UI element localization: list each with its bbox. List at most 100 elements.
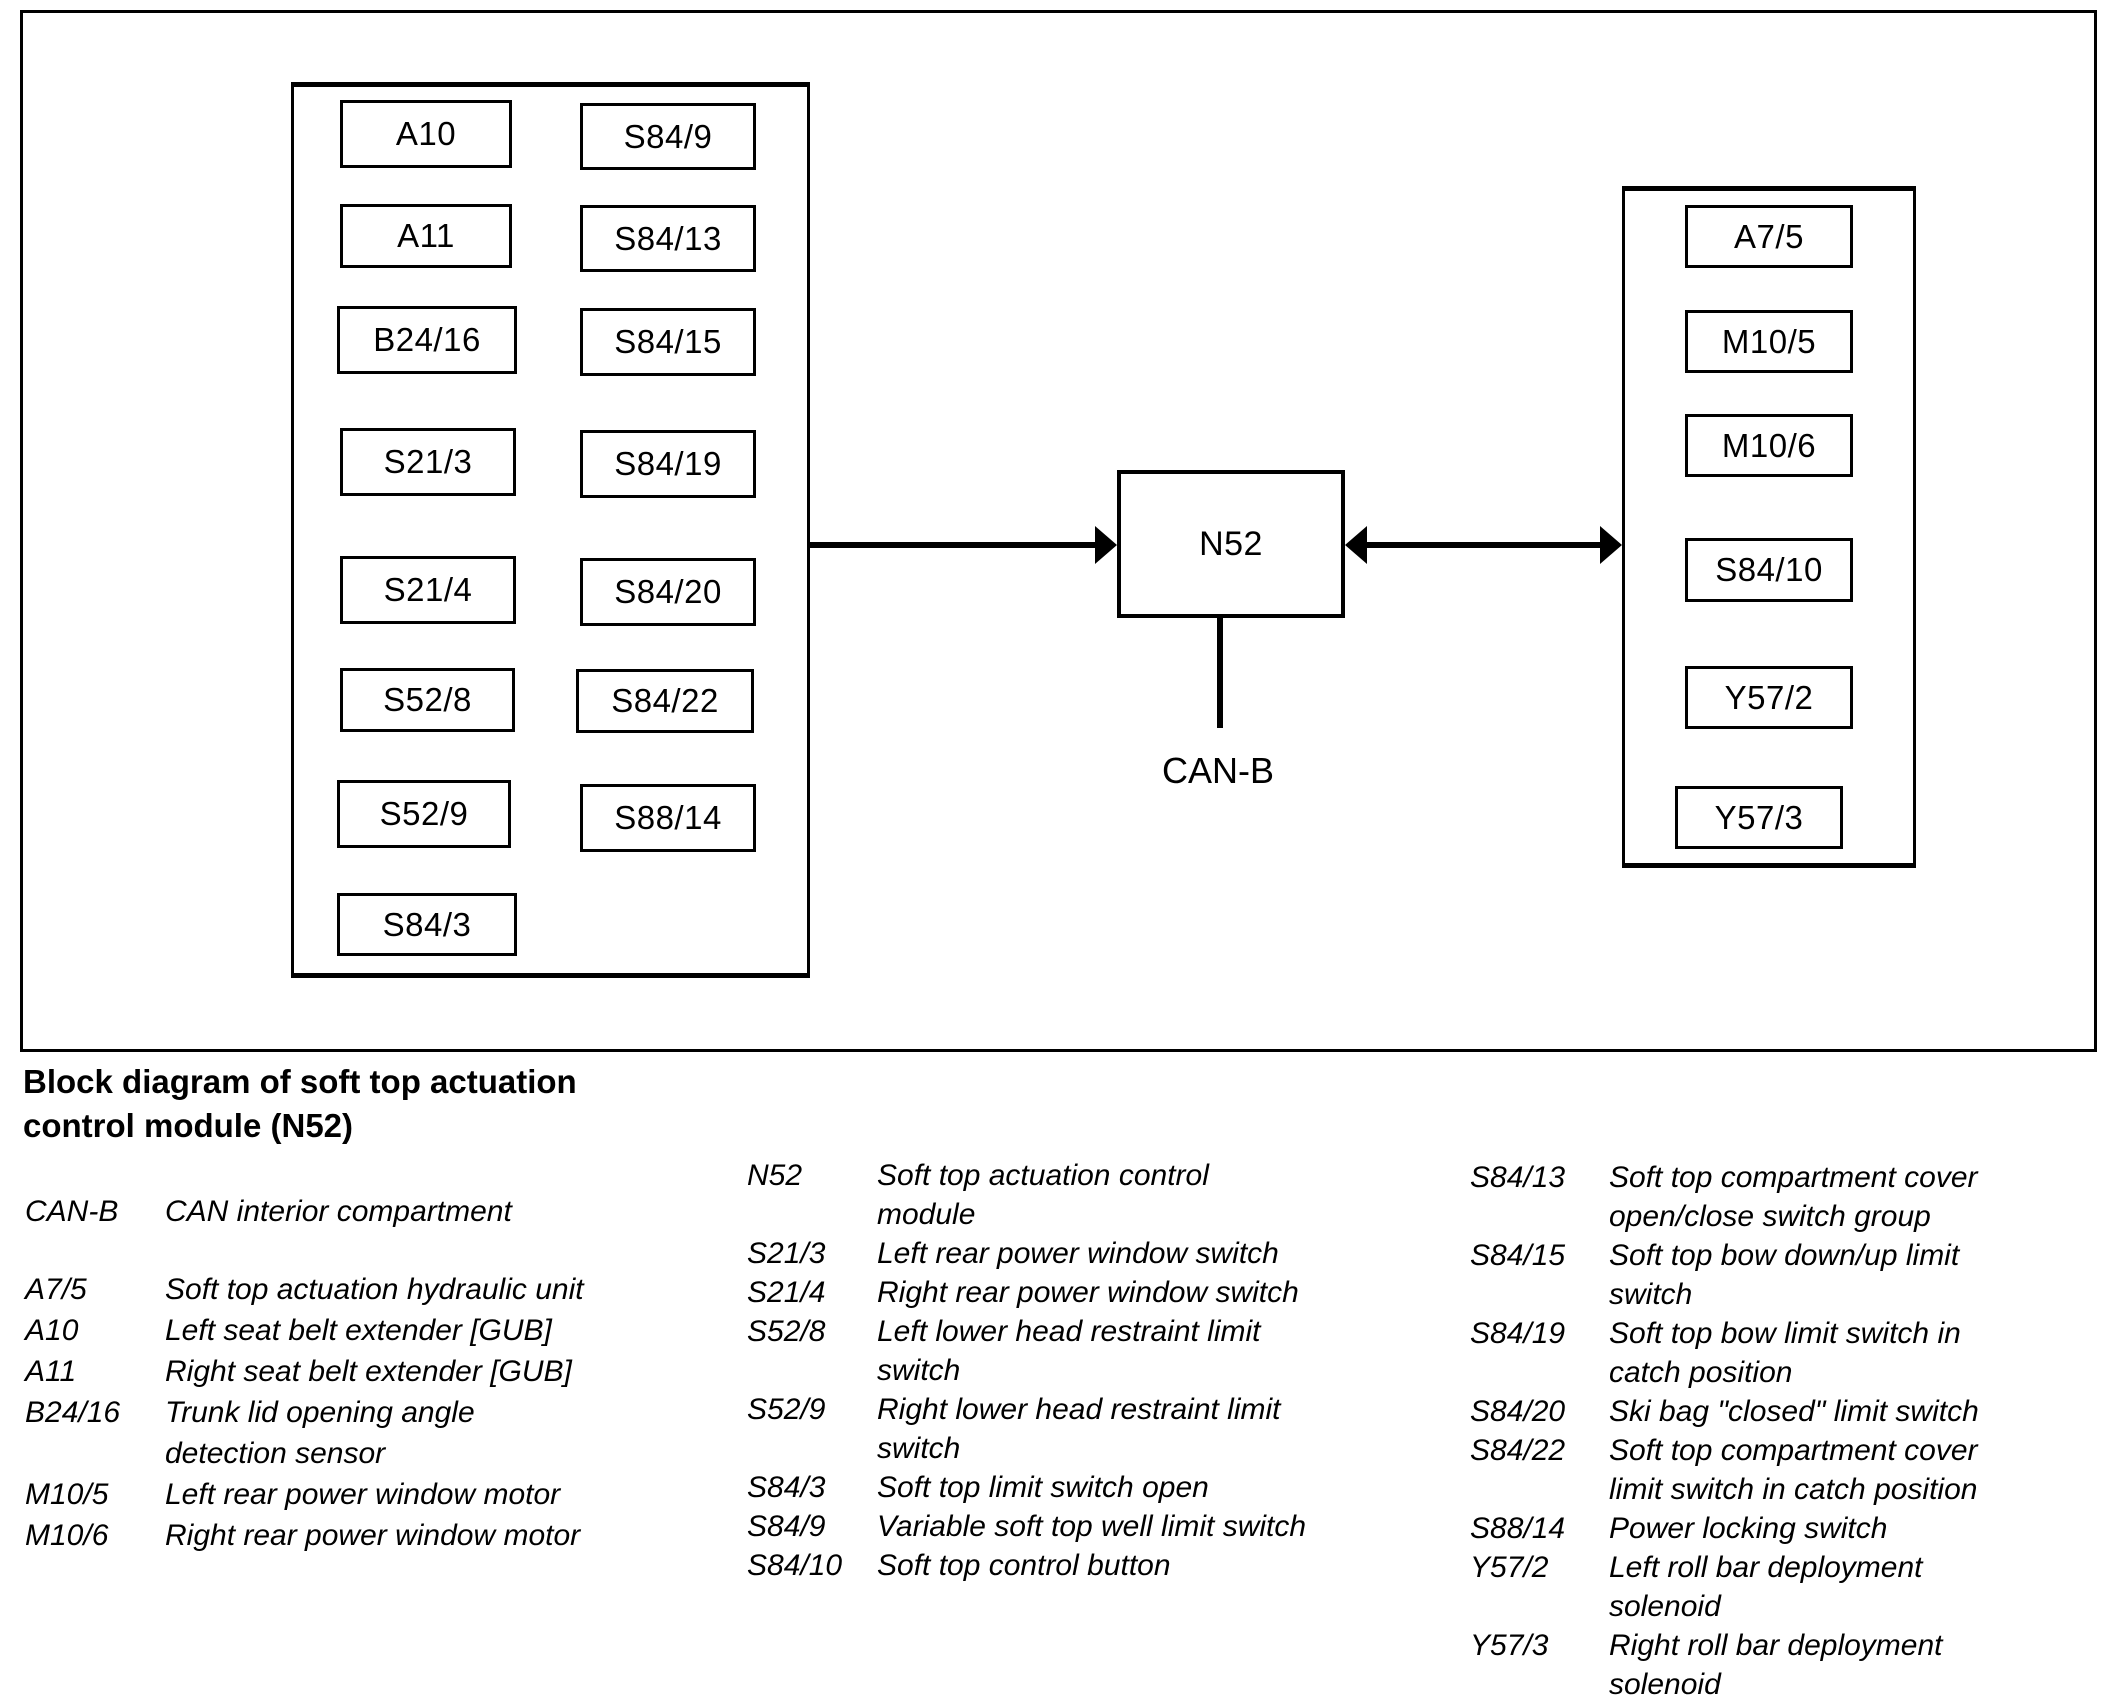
- arrow-left-group-to-n52: [810, 542, 1099, 548]
- arrow-n52-to-right-group: [1363, 542, 1604, 548]
- arrowhead-into-n52-right-icon: [1345, 526, 1367, 564]
- diagram-node: Y57/3: [1675, 786, 1843, 849]
- legend-definition: Left roll bar deployment solenoid: [1609, 1551, 1923, 1623]
- legend-term: M10/5: [25, 1478, 109, 1511]
- legend-row: S84/10 Soft top control button: [747, 1546, 1387, 1585]
- diagram-node: S84/10: [1685, 538, 1853, 602]
- legend-row: S84/19 Soft top bow limit switch in catch…: [1470, 1314, 2115, 1392]
- legend-row: S52/9 Right lower head restraint limit sw…: [747, 1390, 1387, 1468]
- legend-row: M10/5 Left rear power window motor: [25, 1474, 685, 1515]
- legend-row: S21/4 Right rear power window switch: [747, 1273, 1387, 1312]
- right-output-group-frame: [1622, 186, 1916, 868]
- diagram-node: S21/4: [340, 556, 516, 624]
- legend-term: S84/3: [747, 1471, 826, 1504]
- legend-row: S84/15 Soft top bow down/up limit switch: [1470, 1236, 2115, 1314]
- legend-row: S84/13 Soft top compartment cover open/cl…: [1470, 1158, 2115, 1236]
- legend-row: B24/16 Trunk lid opening angle detection …: [25, 1392, 685, 1474]
- can-bus-stub-line: [1217, 616, 1223, 728]
- diagram-node: A7/5: [1685, 205, 1853, 268]
- legend-definition: Soft top limit switch open: [877, 1471, 1209, 1504]
- legend-row: CAN-B CAN interior compartment: [25, 1191, 685, 1232]
- legend-term: Y57/3: [1470, 1629, 1549, 1662]
- diagram-node: S84/19: [580, 430, 756, 498]
- legend-definition: Soft top compartment cover limit switch …: [1609, 1434, 1978, 1506]
- legend-definition: Left rear power window switch: [877, 1237, 1279, 1270]
- legend-definition: Right rear power window motor: [165, 1519, 581, 1552]
- legend-definition: Soft top actuation control module: [877, 1159, 1209, 1231]
- legend-term: S21/3: [747, 1237, 826, 1270]
- legend-definition: Trunk lid opening angle detection sensor: [165, 1396, 475, 1470]
- legend-definition: Soft top bow limit switch in catch posit…: [1609, 1317, 1961, 1389]
- diagram-node: S21/3: [340, 428, 516, 496]
- arrowhead-into-n52-left-icon: [1095, 526, 1117, 564]
- can-bus-label: CAN-B: [1161, 750, 1274, 791]
- legend-row: N52 Soft top actuation control module: [747, 1156, 1387, 1234]
- legend-term: A10: [25, 1314, 79, 1347]
- diagram-node: B24/16: [337, 306, 517, 374]
- legend-definition: Right roll bar deployment solenoid: [1609, 1629, 1943, 1700]
- diagram-node: A10: [340, 100, 512, 168]
- diagram-node: S84/15: [580, 308, 756, 376]
- legend-term: S84/13: [1470, 1161, 1566, 1194]
- legend-row: Y57/2 Left roll bar deployment solenoid: [1470, 1548, 2115, 1626]
- figure-caption: Block diagram of soft top actuation cont…: [23, 1063, 577, 1144]
- legend-row: S84/3 Soft top limit switch open: [747, 1468, 1387, 1507]
- legend-definition: Right rear power window switch: [877, 1276, 1299, 1309]
- legend-definition: Soft top bow down/up limit switch: [1609, 1239, 1960, 1311]
- legend-term: A11: [25, 1355, 77, 1388]
- legend-row: A11 Right seat belt extender [GUB]: [25, 1351, 685, 1392]
- legend-definition: Right seat belt extender [GUB]: [165, 1355, 572, 1388]
- diagram-node: A11: [340, 204, 512, 268]
- legend-term: M10/6: [25, 1519, 109, 1552]
- legend-term: S84/22: [1470, 1434, 1566, 1467]
- legend-row: A7/5 Soft top actuation hydraulic unit: [25, 1269, 685, 1310]
- legend-definition: Ski bag "closed" limit switch: [1609, 1395, 1979, 1428]
- legend-definition: Left seat belt extender [GUB]: [165, 1314, 552, 1347]
- diagram-node: S84/13: [580, 205, 756, 272]
- legend-term: CAN-B: [25, 1195, 119, 1228]
- legend-definition: Soft top compartment cover open/close sw…: [1609, 1161, 1978, 1233]
- legend-row: S84/9 Variable soft top well limit switch: [747, 1507, 1387, 1546]
- legend-term: S84/10: [747, 1549, 843, 1582]
- legend-row: M10/6 Right rear power window motor: [25, 1515, 685, 1556]
- legend-definition: Variable soft top well limit switch: [877, 1510, 1307, 1543]
- diagram-node: S84/9: [580, 103, 756, 170]
- legend-row: S21/3 Left rear power window switch: [747, 1234, 1387, 1273]
- legend-column-3: S84/13 Soft top compartment cover open/cl…: [1470, 1158, 2115, 1700]
- legend-term: B24/16: [25, 1396, 121, 1429]
- legend-row: S88/14 Power locking switch: [1470, 1509, 2115, 1548]
- control-module-node: N52: [1117, 470, 1345, 618]
- legend-term: S52/9: [747, 1393, 826, 1426]
- diagram-node: S84/22: [576, 669, 754, 733]
- legend-term: A7/5: [25, 1273, 87, 1306]
- legend-term: S84/9: [747, 1510, 826, 1543]
- legend-term: S84/19: [1470, 1317, 1566, 1350]
- legend-term: Y57/2: [1470, 1551, 1549, 1584]
- legend-row: S84/20 Ski bag "closed" limit switch: [1470, 1392, 2115, 1431]
- legend-definition: CAN interior compartment: [165, 1195, 512, 1228]
- legend-definition: Soft top control button: [877, 1549, 1171, 1582]
- legend-row: S84/22 Soft top compartment cover limit s…: [1470, 1431, 2115, 1509]
- legend-term: S84/20: [1470, 1395, 1566, 1428]
- legend-term: S84/15: [1470, 1239, 1566, 1272]
- legend-definition: Right lower head restraint limit switch: [877, 1393, 1281, 1465]
- diagram-node: S52/9: [337, 780, 511, 848]
- arrowhead-into-right-group-icon: [1600, 526, 1622, 564]
- legend-term: N52: [747, 1159, 803, 1192]
- diagram-node: M10/5: [1685, 310, 1853, 373]
- diagram-node: M10/6: [1685, 414, 1853, 477]
- diagram-node: S84/3: [337, 893, 517, 956]
- diagram-node: S52/8: [340, 668, 515, 732]
- legend-definition: Soft top actuation hydraulic unit: [165, 1273, 584, 1306]
- legend-term: S21/4: [747, 1276, 826, 1309]
- legend-definition: Left rear power window motor: [165, 1478, 561, 1511]
- legend-row: A10 Left seat belt extender [GUB]: [25, 1310, 685, 1351]
- legend-term: S88/14: [1470, 1512, 1566, 1545]
- diagram-node: S88/14: [580, 784, 756, 852]
- diagram-node: Y57/2: [1685, 666, 1853, 729]
- legend-definition: Power locking switch: [1609, 1512, 1888, 1545]
